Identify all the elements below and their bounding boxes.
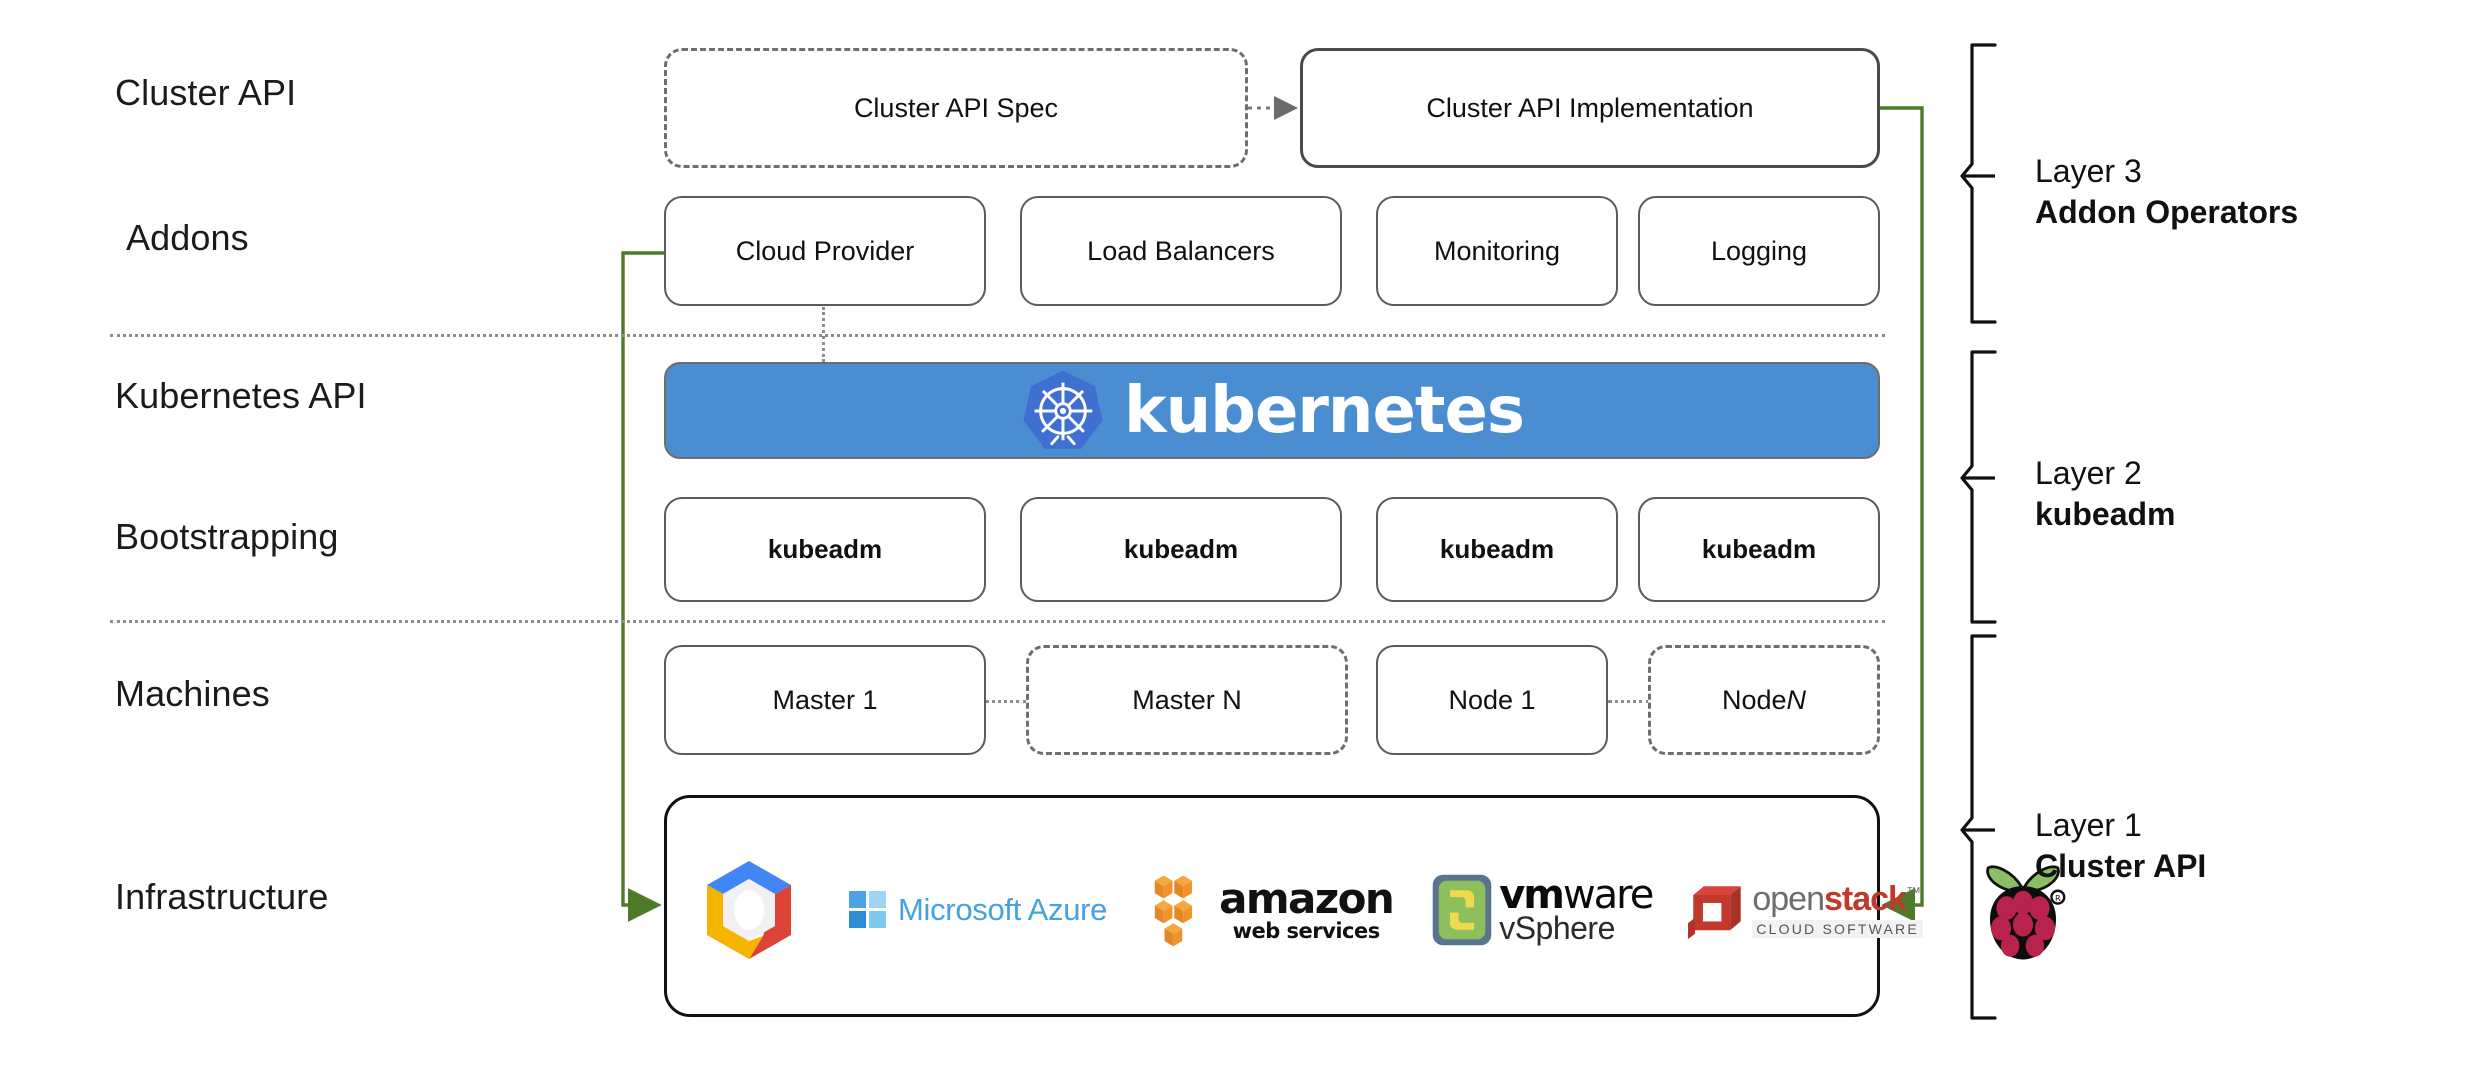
layer-caption-2: Layer 2 kubeadm xyxy=(2035,453,2175,535)
google-cloud-platform-logo xyxy=(690,856,808,964)
cloudprovider-to-k8s-connector xyxy=(822,307,825,362)
brace-layer-2 xyxy=(1960,350,1997,624)
infrastructure-box[interactable] xyxy=(664,795,1880,1017)
vmware-vsphere-logo: vmware vSphere xyxy=(1431,872,1654,948)
layer-3-number: Layer 3 xyxy=(2035,153,2142,189)
row-label-cluster-api: Cluster API xyxy=(115,72,297,113)
addon-box-logging[interactable]: Logging xyxy=(1638,196,1880,306)
machine-box-node-1[interactable]: Node 1 xyxy=(1376,645,1608,755)
machine-box-master-1[interactable]: Master 1 xyxy=(664,645,986,755)
layer-caption-1: Layer 1 Cluster API xyxy=(2035,805,2206,887)
cluster-api-implementation-box[interactable]: Cluster API Implementation xyxy=(1300,48,1880,168)
bootstrap-label: kubeadm xyxy=(1123,534,1239,564)
layer-2-number: Layer 2 xyxy=(2035,455,2142,491)
addon-label: Load Balancers xyxy=(1087,235,1275,266)
infrastructure-provider-logos: Microsoft Azure xyxy=(690,855,2069,965)
cluster-api-spec-label: Cluster API Spec xyxy=(853,92,1059,123)
raspberry-pi-logo: R xyxy=(1977,855,2069,965)
cluster-api-spec-box[interactable]: Cluster API Spec xyxy=(664,48,1248,168)
microsoft-azure-label: Microsoft Azure xyxy=(898,892,1108,927)
machine-box-master-n[interactable]: Master N xyxy=(1026,645,1348,755)
layer-2-name: kubeadm xyxy=(2035,495,2176,532)
green-connector-right xyxy=(1880,106,1924,922)
addon-box-monitoring[interactable]: Monitoring xyxy=(1376,196,1618,306)
machine-label: Master N xyxy=(1132,684,1242,715)
vmware-label: vmware xyxy=(1499,875,1654,915)
bootstrap-label: kubeadm xyxy=(767,534,883,564)
kubernetes-wordmark: kubernetes xyxy=(1124,373,1525,448)
layer-separator-top xyxy=(110,334,1885,337)
machine-label: Node xyxy=(1721,684,1787,715)
bootstrap-label: kubeadm xyxy=(1439,534,1555,564)
row-label-infrastructure: Infrastructure xyxy=(115,876,329,917)
bootstrap-box-3[interactable]: kubeadm xyxy=(1376,497,1618,602)
openstack-stack: stack xyxy=(1824,880,1907,918)
layer-caption-3: Layer 3 Addon Operators xyxy=(2035,151,2298,233)
layer-separator-bottom xyxy=(110,620,1885,623)
machine-box-node-n[interactable]: Node N xyxy=(1648,645,1880,755)
microsoft-azure-logo: Microsoft Azure xyxy=(848,890,1107,930)
openstack-open: open xyxy=(1752,880,1825,918)
amazon-label: amazon xyxy=(1219,874,1395,923)
vsphere-label: vSphere xyxy=(1499,909,1615,946)
kubernetes-helm-wheel-icon xyxy=(1020,368,1106,454)
layer-3-name: Addon Operators xyxy=(2035,193,2299,230)
row-label-machines: Machines xyxy=(115,673,270,714)
brace-layer-3 xyxy=(1960,43,1997,324)
node1-to-noden-connector xyxy=(1608,700,1650,703)
bootstrap-box-2[interactable]: kubeadm xyxy=(1020,497,1342,602)
openstack-sublabel: CLOUD SOFTWARE xyxy=(1752,920,1923,938)
bootstrap-label: kubeadm xyxy=(1701,534,1817,564)
amazon-web-services-logo: amazon web services xyxy=(1153,870,1395,950)
addon-box-cloud-provider[interactable]: Cloud Provider xyxy=(664,196,986,306)
addon-box-load-balancers[interactable]: Load Balancers xyxy=(1020,196,1342,306)
machine-label: Master 1 xyxy=(772,684,878,715)
addon-label: Logging xyxy=(1710,235,1808,266)
amazon-web-services-sublabel: web services xyxy=(1232,919,1381,943)
green-connector-left xyxy=(621,251,665,922)
master1-to-mastern-connector xyxy=(985,700,1027,703)
bootstrap-box-1[interactable]: kubeadm xyxy=(664,497,986,602)
openstack-logo: openstack™ CLOUD SOFTWARE xyxy=(1688,879,1923,941)
bootstrap-box-4[interactable]: kubeadm xyxy=(1638,497,1880,602)
addon-label: Cloud Provider xyxy=(735,235,915,266)
row-label-bootstrapping: Bootstrapping xyxy=(115,516,339,557)
vmware-label-bold: vm xyxy=(1499,871,1565,918)
machine-label-suffix: N xyxy=(1786,684,1807,715)
cluster-api-implementation-label: Cluster API Implementation xyxy=(1426,92,1754,123)
svg-text:R: R xyxy=(2055,893,2061,903)
row-label-kubernetes-api: Kubernetes API xyxy=(115,375,367,416)
row-label-addons: Addons xyxy=(126,217,249,258)
openstack-wordmark: openstack™ xyxy=(1752,882,1923,916)
machine-label: Node 1 xyxy=(1448,684,1536,715)
vmware-label-light: ware xyxy=(1562,871,1654,918)
layer-1-number: Layer 1 xyxy=(2035,807,2142,843)
addon-label: Monitoring xyxy=(1433,235,1561,266)
openstack-tm: ™ xyxy=(1905,884,1921,902)
kubernetes-api-banner[interactable]: kubernetes xyxy=(664,362,1880,459)
layer-1-name: Cluster API xyxy=(2035,847,2207,884)
